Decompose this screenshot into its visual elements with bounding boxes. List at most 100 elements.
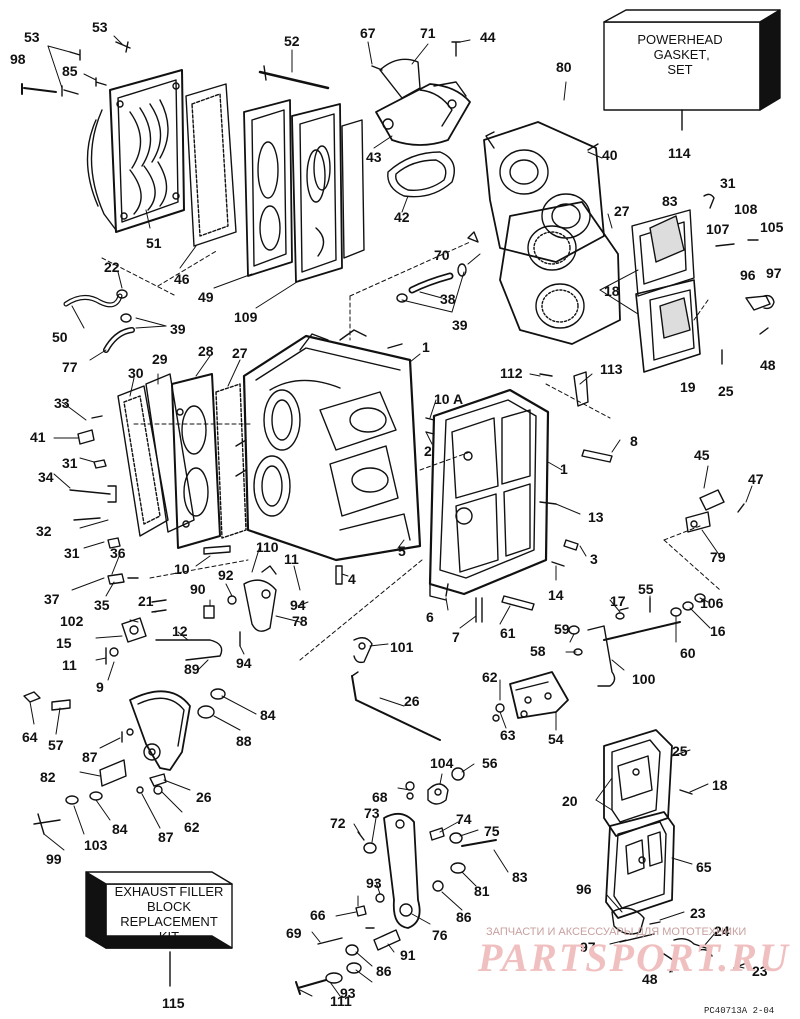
callout-number: 112 (500, 365, 523, 381)
callout-number: 86 (456, 909, 472, 925)
callout-number: 25 (672, 743, 688, 759)
callout-number: 13 (588, 509, 604, 525)
callout-number: 6 (426, 609, 434, 625)
callout-number: 1 (422, 339, 430, 355)
callout-number: 48 (760, 357, 776, 373)
powerhead-gasket-kit-box (603, 9, 781, 131)
callout-number: 84 (260, 707, 276, 723)
callout-number: 23 (752, 963, 768, 979)
callout-number: 87 (82, 749, 98, 765)
callout-number: 76 (432, 927, 448, 943)
callout-number: 104 (430, 755, 454, 771)
callout-number: 16 (710, 623, 726, 639)
callout-number: 67 (360, 25, 376, 41)
callout-number: 19 (680, 379, 696, 395)
callout-number: 77 (62, 359, 78, 375)
callout-number: 82 (40, 769, 56, 785)
callout-number: 93 (366, 875, 382, 891)
callout-number: 51 (146, 235, 162, 251)
callout-number: 55 (638, 581, 654, 597)
callout-number: 27 (614, 203, 630, 219)
exhaust-kit-line-2: BLOCK (146, 899, 192, 914)
callout-number: 40 (602, 147, 618, 163)
callout-number: 98 (10, 51, 26, 67)
callout-number: 8 (630, 433, 638, 449)
throttle-rod (351, 637, 441, 741)
callout-number: 11 (62, 657, 77, 673)
callout-number: 53 (24, 29, 40, 45)
callout-leaders (29, 35, 753, 997)
callout-number: 111 (330, 993, 352, 1009)
left-fittings (69, 415, 139, 585)
reed-valve-lower (603, 729, 745, 973)
callout-number: 86 (376, 963, 392, 979)
callout-number: 35 (94, 597, 110, 613)
callout-number: 50 (52, 329, 68, 345)
callout-number: 45 (694, 447, 710, 463)
callout-number: 5 (398, 543, 406, 559)
callout-number: 31 (62, 455, 78, 471)
callout-number: 63 (500, 727, 516, 743)
callout-number: 97 (580, 939, 596, 955)
callout-number: 94 (236, 655, 252, 671)
callout-number: 107 (706, 221, 730, 237)
callout-number: 23 (690, 905, 706, 921)
callout-number: 87 (158, 829, 174, 845)
callout-number: 60 (680, 645, 696, 661)
callout-number: 109 (234, 309, 258, 325)
callout-number: 89 (184, 661, 200, 677)
callout-number: 1 (560, 461, 568, 477)
callout-number: 85 (62, 63, 78, 79)
exhaust-kit-line-1: EXHAUST FILLER (114, 884, 224, 899)
cylinder-head-gasket (499, 201, 621, 345)
powerhead-kit-line-2: GASKET (653, 47, 707, 62)
callout-number: 56 (482, 755, 498, 771)
callout-number: 96 (576, 881, 592, 897)
callout-number: 106 (700, 595, 724, 611)
callout-number: 110 (256, 539, 279, 555)
callout-number: 29 (152, 351, 168, 367)
callout-number: 48 (642, 971, 658, 987)
callout-number: 52 (284, 33, 300, 49)
callout-number: 34 (38, 469, 54, 485)
callout-number: 11 (284, 551, 299, 567)
throttle-linkage (105, 565, 277, 665)
callout-number: 30 (128, 365, 144, 381)
callout-number: 26 (196, 789, 212, 805)
callout-number: 37 (44, 591, 60, 607)
callout-number: 31 (64, 545, 80, 561)
callout-number: 101 (390, 639, 414, 655)
callout-number: 57 (48, 737, 64, 753)
powerhead-kit-line-3: SET (667, 62, 693, 77)
callout-number: 25 (718, 383, 734, 399)
callout-number: 39 (170, 321, 186, 337)
callout-number: 83 (662, 193, 678, 209)
callout-number: 65 (696, 859, 712, 875)
callout-number: 84 (112, 821, 128, 837)
powerhead-kit-ref: 114 (668, 145, 691, 161)
callout-number: 81 (474, 883, 490, 899)
exhaust-cover-stack (117, 373, 247, 549)
callout-number: 115 (162, 995, 185, 1011)
watermark-caption: ЗАПЧАСТИ И АКСЕССУАРЫ ДЛЯ МОТОТЕХНИКИ (486, 926, 747, 938)
callout-number: 2 (424, 443, 432, 459)
callout-number: 80 (556, 59, 572, 75)
callout-number: 73 (364, 805, 380, 821)
spark-control-lever (99, 690, 191, 795)
callout-number: 103 (84, 837, 108, 853)
callout-number: 27 (232, 345, 248, 361)
callout-number: 68 (372, 789, 388, 805)
long-bolts (258, 65, 330, 90)
callout-number: 91 (400, 947, 416, 963)
callout-number: 28 (198, 343, 214, 359)
callout-number: 15 (56, 635, 72, 651)
callout-number: 62 (184, 819, 200, 835)
watermark-brand: PARTSPORT.RU (478, 935, 790, 980)
callout-number: 9 (96, 679, 104, 695)
callout-number: 49 (198, 289, 214, 305)
callout-number: 93 (340, 985, 356, 1001)
callout-number: 75 (484, 823, 500, 839)
callout-number: 79 (710, 549, 726, 565)
callout-number: 39 (452, 317, 468, 333)
